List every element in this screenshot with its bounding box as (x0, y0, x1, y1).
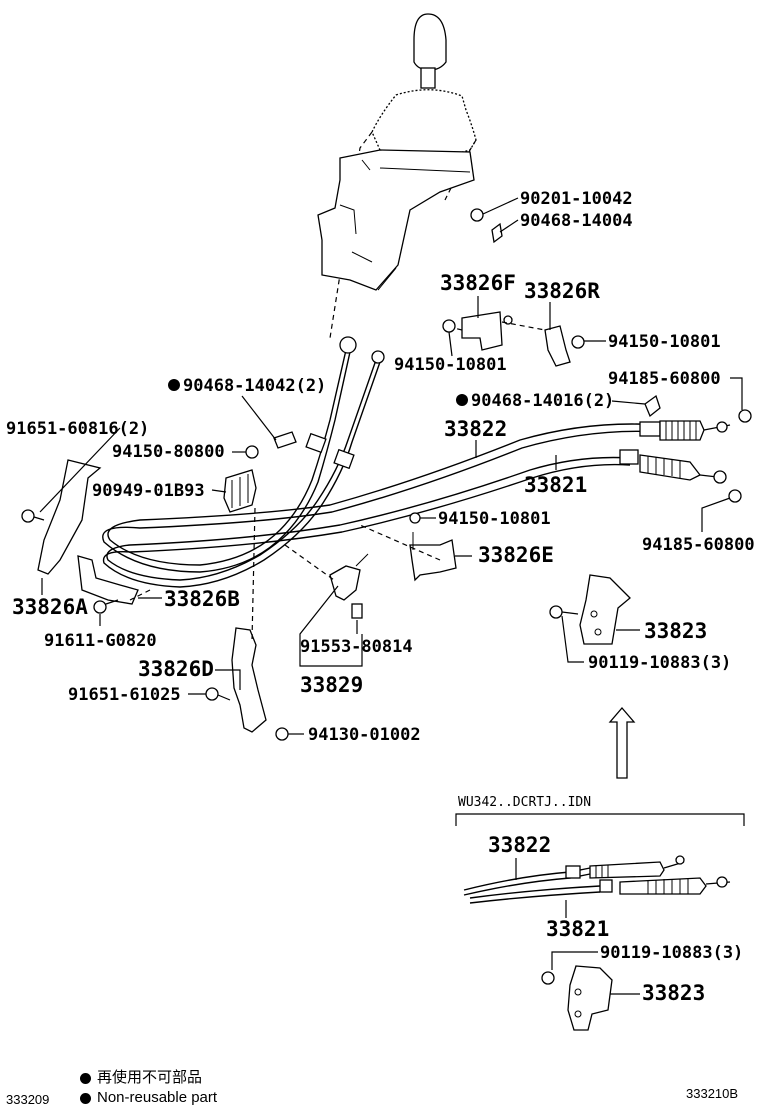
label-91651-61025: 91651-61025 (68, 685, 181, 705)
non-reusable-marker-14016 (456, 394, 468, 406)
legend-item-jp: 再使用不可部品 (80, 1066, 217, 1087)
figure-code-right: 333210B (686, 1086, 739, 1101)
label-90201-10042: 90201-10042 (520, 189, 633, 209)
leader-lines (39, 197, 743, 735)
label-91651-60816: 91651-60816(2) (6, 419, 149, 439)
label-33826R: 33826R (524, 279, 600, 303)
label-33823: 33823 (644, 619, 707, 643)
dashed-guides (129, 321, 546, 641)
label-94150-10801-a: 94150-10801 (394, 355, 507, 375)
legend-en-text: Non-reusable part (97, 1089, 218, 1106)
label-94130-01002: 94130-01002 (308, 725, 421, 745)
variant-label-33821: 33821 (546, 917, 609, 941)
label-94150-10801-b: 94150-10801 (608, 332, 721, 352)
variant-label-33822: 33822 (488, 833, 551, 857)
label-33821: 33821 (524, 473, 587, 497)
label-90468-14042: 90468-14042(2) (183, 376, 326, 396)
variant-header: WU342..DCRTJ..IDN (458, 795, 591, 810)
label-94150-80800: 94150-80800 (112, 442, 225, 462)
label-33826B: 33826B (164, 587, 240, 611)
legend-item-en: Non-reusable part (80, 1089, 217, 1106)
label-91553-80814: 91553-80814 (300, 637, 413, 657)
label-91611-G0820: 91611-G0820 (44, 631, 157, 651)
part-labels: 90201-10042 90468-14004 33826F 33826R 94… (6, 189, 755, 745)
label-33822: 33822 (444, 417, 507, 441)
shift-lever-drawing (317, 13, 477, 339)
up-arrow-icon (608, 707, 636, 779)
legend: 再使用不可部品 Non-reusable part (80, 1066, 217, 1106)
label-33826D: 33826D (138, 657, 214, 681)
variant-label-33823: 33823 (642, 981, 705, 1005)
variant-section: WU342..DCRTJ..IDN 33822 33821 90119-1088… (455, 795, 745, 1031)
filled-circle-icon (80, 1072, 91, 1084)
legend-jp-text: 再使用不可部品 (97, 1069, 203, 1086)
figure-code-left: 333209 (6, 1092, 50, 1107)
label-90468-14016: 90468-14016(2) (471, 391, 614, 411)
variant-label-90119-10883: 90119-10883(3) (600, 943, 743, 963)
label-33826A: 33826A (12, 595, 88, 619)
label-90468-14004: 90468-14004 (520, 211, 633, 231)
filled-circle-icon (80, 1092, 91, 1104)
label-94150-10801-c: 94150-10801 (438, 509, 551, 529)
label-33826E: 33826E (478, 543, 554, 567)
non-reusable-marker-14042 (168, 379, 180, 391)
label-94185-60800-b: 94185-60800 (642, 535, 755, 555)
label-33829: 33829 (300, 673, 363, 697)
label-90119-10883: 90119-10883(3) (588, 653, 731, 673)
label-33826F: 33826F (440, 271, 516, 295)
label-94185-60800-a: 94185-60800 (608, 369, 721, 389)
label-90949-01B93: 90949-01B93 (92, 481, 205, 501)
small-parts (21, 208, 752, 741)
shift-cables (102, 336, 731, 588)
